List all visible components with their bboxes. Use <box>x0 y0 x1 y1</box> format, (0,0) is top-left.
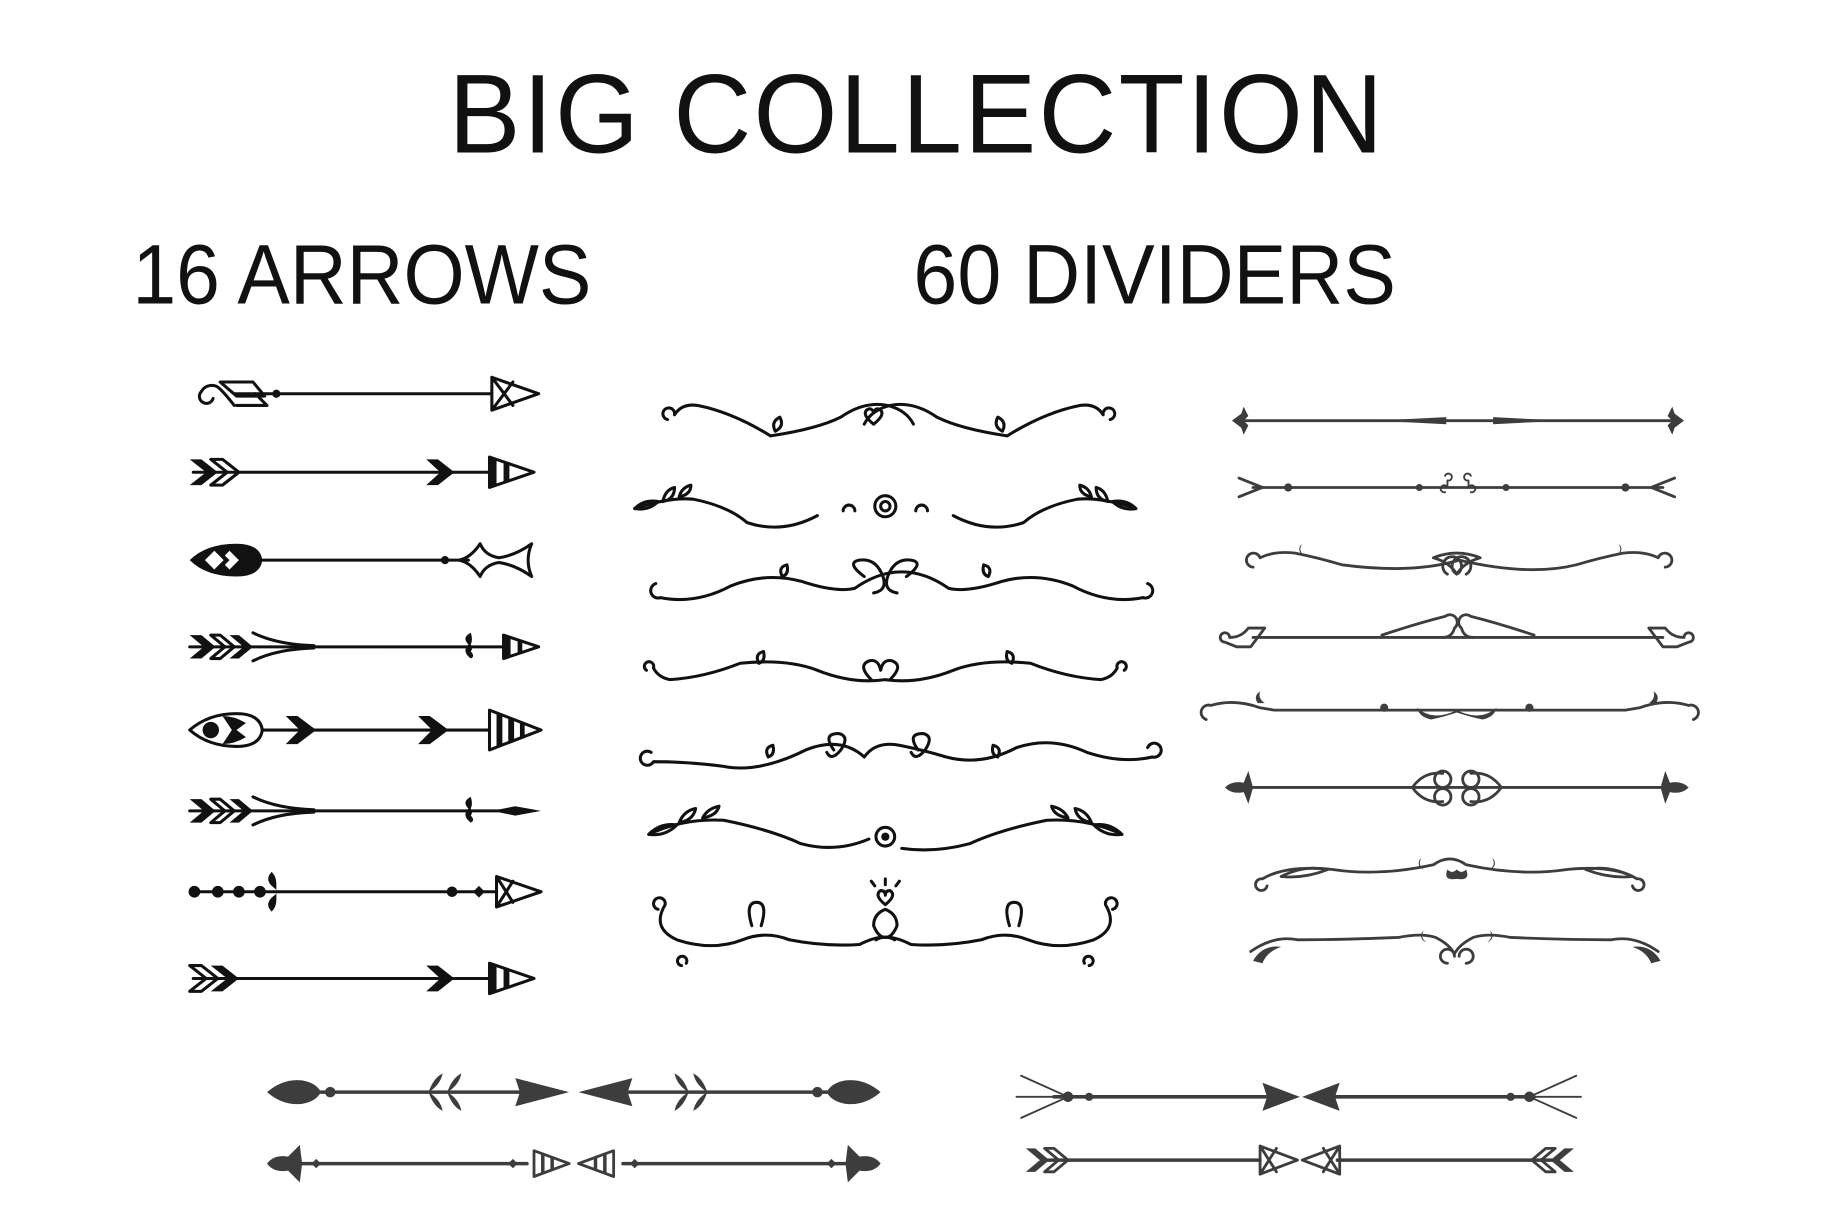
divider-fletch-scroll-icon <box>1218 613 1695 649</box>
page-title: BIG COLLECTION <box>449 50 1386 176</box>
divider-curl-shine-heart-icon <box>652 877 1119 968</box>
divider-heart-swirl-icon <box>661 402 1117 438</box>
double-arrow-fleur-triangle-icon <box>267 1144 881 1183</box>
divider-fleur-rings-icon <box>1224 769 1689 807</box>
arrow-chevron-fletch-striped-tip-icon <box>189 455 536 489</box>
dividers-subtitle: 60 DIVIDERS <box>913 227 1395 321</box>
arrow-triple-chevron-scroll-spear-tip-icon <box>188 795 542 827</box>
arrow-eye-feather-double-chevron-icon <box>188 708 543 752</box>
arrow-chevron-fletch-striped-tip-2-icon <box>188 961 536 996</box>
divider-loop-knot-icon <box>649 558 1155 602</box>
divider-laurel-bud-icon <box>647 804 1124 852</box>
arrow-beaded-x-tip-icon <box>188 871 543 912</box>
double-arrow-leaf-icon <box>267 1073 881 1111</box>
divider-fork-scroll-icon <box>1237 472 1677 499</box>
divider-laurel-rose-icon <box>633 483 1138 529</box>
arrow-feather-fishtail-tip-icon <box>189 542 534 579</box>
arrows-subtitle: 16 ARROWS <box>132 227 591 321</box>
divider-loop-ribbon-icon <box>638 732 1163 770</box>
divider-curl-dot-bracket-icon <box>1199 691 1700 721</box>
arrow-triple-chevron-scroll-striped-tip-icon <box>188 631 541 663</box>
divider-swirl-heart-icon <box>642 650 1128 683</box>
divider-infinity-heart-icon <box>1254 857 1646 892</box>
divider-flourish-curl-icon <box>1249 930 1661 965</box>
double-arrow-chevron-x-tip-icon <box>1025 1144 1574 1176</box>
divider-fleur-taper-icon <box>1231 406 1684 435</box>
double-arrow-trident-icon <box>1015 1074 1582 1119</box>
arrow-swirl-fletch-x-tip-icon <box>197 375 541 412</box>
divider-scroll-heart-loop-icon <box>1245 543 1674 576</box>
